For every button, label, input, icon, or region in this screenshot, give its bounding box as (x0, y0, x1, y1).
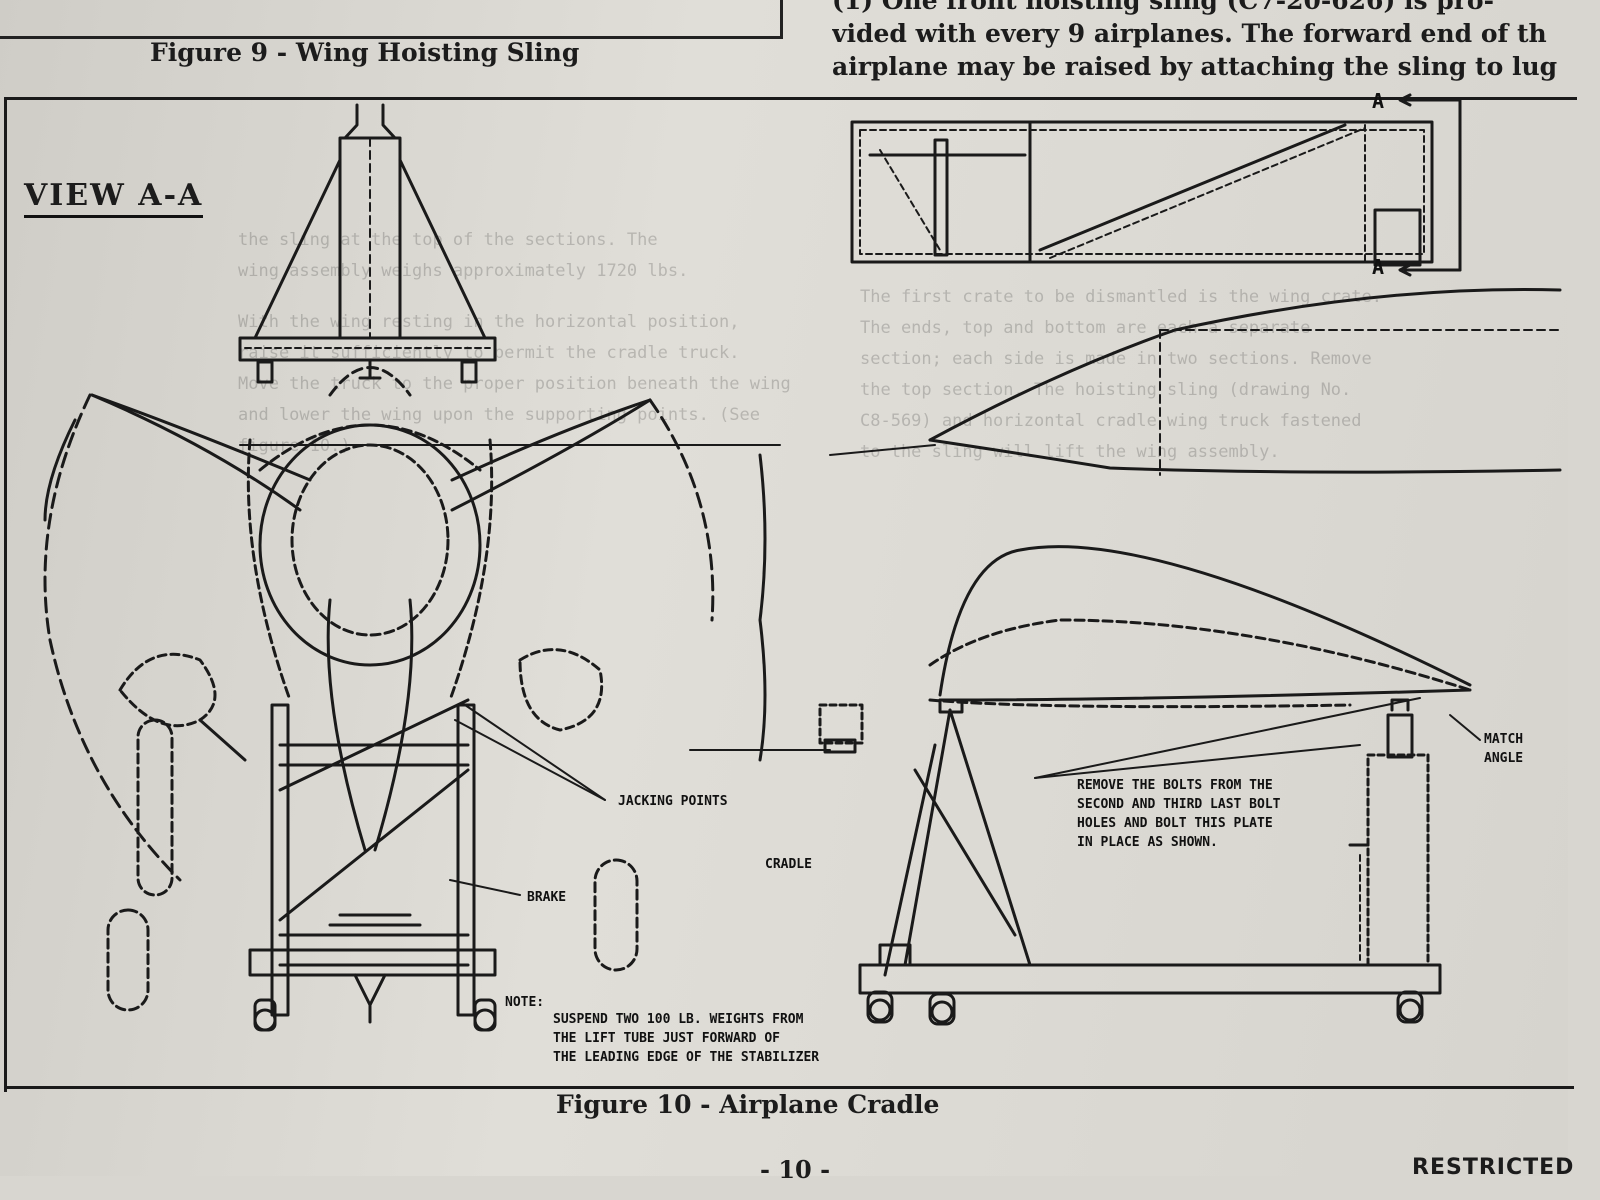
caption-rule (4, 1086, 1574, 1089)
match-angle-line: MATCH (1484, 732, 1524, 747)
side-cradle (858, 698, 1481, 1026)
airplane-cradle-drawing (43, 93, 1562, 1032)
view-title: VIEW A-A (24, 178, 204, 218)
body-text-line: airplane may be raised by attaching the … (832, 52, 1558, 81)
cowling (246, 423, 494, 702)
cradle-frame-front (248, 698, 497, 1032)
bleed-text-right: The first crate to be dismantled is the … (860, 287, 1382, 462)
note-text: SUSPEND TWO 100 LB. WEIGHTS FROM THE LIF… (553, 1010, 819, 1067)
body-text-line: vided with every 9 airplanes. The forwar… (832, 19, 1547, 48)
note-heading: NOTE: (505, 995, 545, 1010)
brake-label: BRAKE (527, 890, 567, 905)
crate-top-view (850, 93, 1462, 277)
section-mark-top: A (1372, 89, 1385, 113)
match-angle-line: ANGLE (1484, 751, 1524, 766)
remove-line: SECOND AND THIRD LAST BOLT (1077, 797, 1281, 812)
fuselage-side (818, 545, 1472, 779)
note-line: SUSPEND TWO 100 LB. WEIGHTS FROM (553, 1012, 804, 1027)
remove-line: REMOVE THE BOLTS FROM THE (1077, 778, 1273, 793)
jacking-points-label: JACKING POINTS (618, 794, 728, 809)
scanned-manual-page: the sling at the top of the sections. Th… (0, 0, 1577, 1184)
remove-line: IN PLACE AS SHOWN. (1077, 835, 1218, 850)
remove-line: HOLES AND BOLT THIS PLATE (1077, 816, 1273, 831)
propeller (90, 366, 781, 852)
tail-profile (928, 288, 1562, 442)
section-mark-bottom: A (1372, 255, 1385, 279)
propeller-arc (43, 393, 182, 882)
figure10-frame (4, 97, 1577, 1092)
hoist-mast (238, 103, 497, 384)
note-line: THE LIFT TUBE JUST FORWARD OF (553, 1031, 780, 1046)
body-text-line: (1) One front hoisting sling (C7-20-626)… (832, 0, 1494, 15)
body-text-top: (1) One front hoisting sling (C7-20-626)… (832, 0, 1568, 83)
page-number: - 10 - (760, 1155, 831, 1184)
landing-gear (106, 648, 639, 1012)
remove-bolts-label: REMOVE THE BOLTS FROM THE SECOND AND THI… (1077, 776, 1281, 852)
figure10-caption: Figure 10 - Airplane Cradle (556, 1090, 940, 1119)
figure9-caption: Figure 9 - Wing Hoisting Sling (150, 38, 580, 67)
cradle-label: CRADLE (765, 857, 812, 872)
note-line: THE LEADING EDGE OF THE STABILIZER (553, 1050, 820, 1065)
footer-marking: RESTRICTED (1412, 1155, 1575, 1180)
figure9-frame (0, 0, 783, 39)
match-angle-label: MATCH ANGLE (1484, 730, 1523, 768)
